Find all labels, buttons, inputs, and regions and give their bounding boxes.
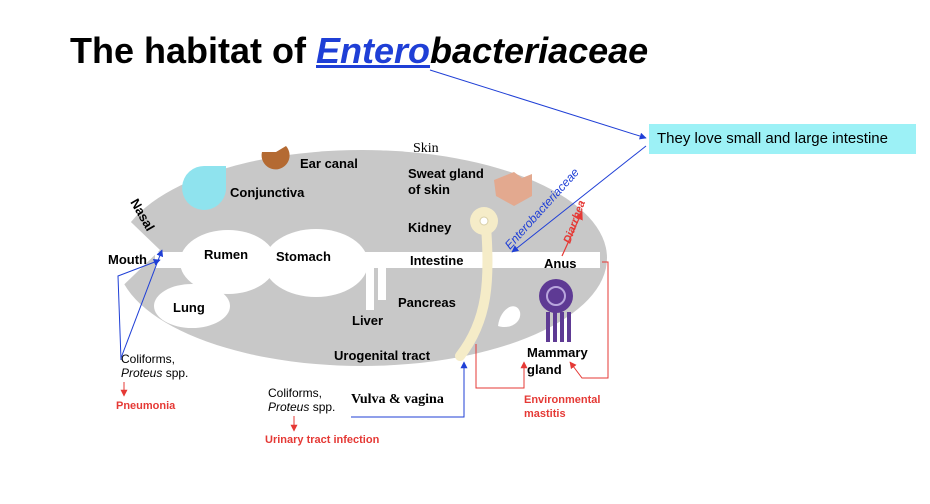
arrow-callout-to-intestine [511,145,647,253]
label-anus: Anus [544,256,577,271]
label-uti: Urinary tract infection [265,434,380,446]
teat-4 [567,312,571,342]
teat-3 [560,312,564,342]
label-of-skin: of skin [408,182,450,197]
teat-1 [546,312,550,342]
label-urogenital-tract: Urogenital tract [334,348,431,363]
rumen-organ [180,230,276,294]
label-mouth: Mouth [108,252,147,267]
label-skin: Skin [413,141,439,156]
label-liver: Liver [352,313,383,328]
label-mammary: Mammary [527,345,588,360]
mid-proteus: Proteus [268,400,309,414]
mid-coliforms: Coliforms, [268,386,322,400]
lung-organ [154,284,230,328]
kidney-center [479,216,489,226]
mammary-gland-shape [539,279,573,313]
callout-box: They love small and large intestine [649,124,916,154]
label-gland: gland [527,362,562,377]
title-prefix: The habitat of [70,30,316,71]
arrow-diarrhea [561,211,583,257]
label-stomach: Stomach [276,249,331,264]
sweat-gland-shape [494,172,532,206]
title-bacteriaceae: bacteriaceae [430,30,649,71]
ear-canal-shape [261,146,290,170]
mammary-gland-ring [546,286,566,306]
page-title: The habitat of Enterobacteriaceae [70,30,648,72]
liver-duct [366,266,374,310]
label-rumen: Rumen [204,247,248,262]
stomach-organ [264,229,368,297]
arrow-anus-to-mammary [569,261,609,379]
label-ear-canal: Ear canal [300,156,358,171]
label-pancreas: Pancreas [398,295,456,310]
label-sweat-gland: Sweat gland [408,166,484,181]
label-env-mastitis-2: mastitis [524,408,566,420]
urogenital-tract-shape [455,221,493,361]
left-proteus-line: Proteus spp. [121,366,188,380]
arrow-coliforms-to-nasal [120,249,164,359]
teat-2 [553,312,557,342]
arrow-title-to-callout [429,69,647,140]
left-spp: spp. [162,366,188,380]
arrow-vulva-to-urogenital [351,361,468,418]
label-env-mastitis-1: Environmental [524,394,600,406]
label-kidney: Kidney [408,220,452,235]
left-coliforms: Coliforms, [121,352,175,366]
label-pneumonia: Pneumonia [116,400,176,412]
arrow-env-mastitis [475,344,528,389]
pancreas-duct [378,266,386,300]
arrow-coliforms-to-mouth [117,258,161,361]
vulva-loop [498,306,521,328]
mid-spp: spp. [309,400,335,414]
label-lung: Lung [173,300,205,315]
label-intestine: Intestine [410,253,463,268]
conjunctiva-shape [182,165,226,210]
label-conjunctiva: Conjunctiva [230,185,305,200]
title-entero-link[interactable]: Entero [316,30,431,71]
mid-proteus-line: Proteus spp. [268,400,335,414]
label-vulva-vagina: Vulva & vagina [351,392,444,407]
left-proteus: Proteus [121,366,162,380]
